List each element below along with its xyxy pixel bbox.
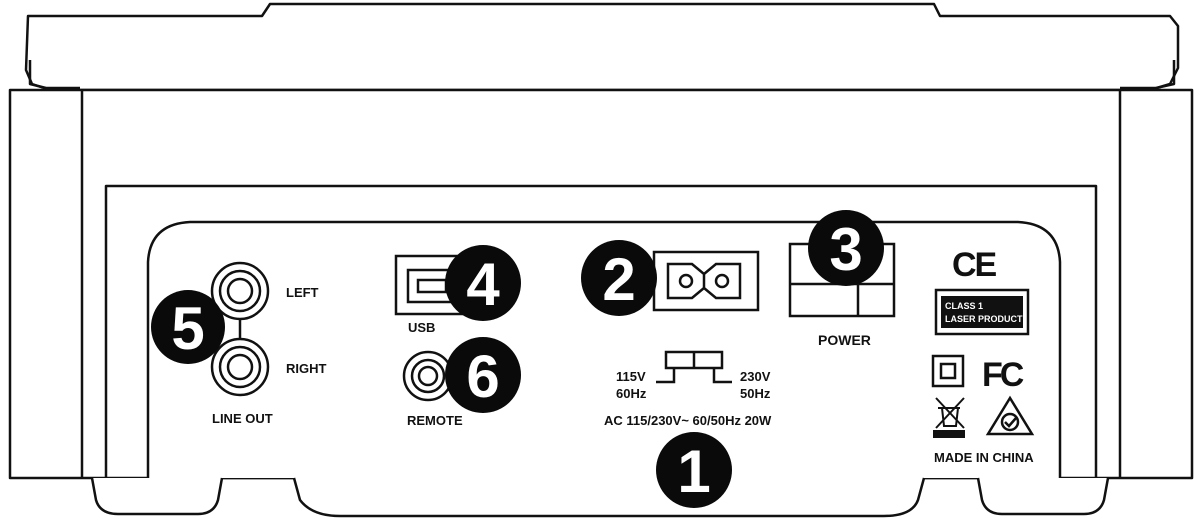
callout-number-4: 4 <box>466 251 500 318</box>
lid-corner-left <box>28 60 80 90</box>
remote-label: REMOTE <box>407 413 463 428</box>
callout-badge-5: 5 <box>151 290 225 364</box>
voltage-selector-bracket-left <box>656 368 676 384</box>
voltage-115-label: 115V <box>616 369 646 384</box>
lid-corner-right <box>1120 60 1176 90</box>
left-channel-label: LEFT <box>286 285 319 300</box>
hz-50-label: 50Hz <box>740 386 771 401</box>
line-out-label: LINE OUT <box>212 411 273 426</box>
callout-number-2: 2 <box>602 246 635 313</box>
laser-class-line2: LASER PRODUCT <box>945 314 1023 324</box>
laser-class-badge <box>934 288 1030 336</box>
made-in-label: MADE IN CHINA <box>934 450 1034 465</box>
callout-number-3: 3 <box>829 216 862 283</box>
power-label: POWER <box>818 332 871 348</box>
voltage-selector-bracket-right <box>712 368 732 384</box>
foot-left <box>90 477 224 516</box>
fcc-logo-icon: FC <box>982 356 1024 394</box>
usb-port-tongue <box>416 278 448 294</box>
device-housing <box>8 2 1194 518</box>
voltage-230-label: 230V <box>740 369 771 384</box>
callout-number-6: 6 <box>466 343 499 410</box>
ac-inlet-pin-right <box>714 273 730 289</box>
rca-jack-left-inner <box>226 277 254 305</box>
callout-number-1: 1 <box>677 438 710 505</box>
bottom-skirt <box>292 477 926 518</box>
usb-label: USB <box>408 320 435 335</box>
callout-badge-4: 4 <box>445 245 521 321</box>
callout-badge-1: 1 <box>656 432 732 508</box>
voltage-selector <box>656 350 732 384</box>
foot-right <box>976 477 1110 516</box>
ac-inlet-pin-left <box>678 273 694 289</box>
rcm-compliance-icon <box>985 395 1035 436</box>
right-channel-label: RIGHT <box>286 361 327 376</box>
weee-bin-icon <box>933 397 965 438</box>
laser-class-badge-inner <box>941 296 1023 328</box>
line-out-jacks <box>210 261 270 397</box>
ac-inlet-socket <box>666 262 742 300</box>
laser-class-line1: CLASS 1 <box>945 301 983 311</box>
top-lid <box>24 2 1180 92</box>
rca-jack-right-inner <box>226 353 254 381</box>
callout-badge-3: 3 <box>808 210 884 286</box>
callout-badge-6: 6 <box>445 337 521 413</box>
remote-jack <box>402 350 454 402</box>
remote-jack-inner <box>417 365 439 387</box>
callout-badge-2: 2 <box>581 240 657 316</box>
ac-rating-label: AC 115/230V~ 60/50Hz 20W <box>604 413 772 428</box>
double-insulation-icon <box>931 354 965 388</box>
ce-mark-icon: CE <box>952 246 997 284</box>
hz-60-label: 60Hz <box>616 386 647 401</box>
ac-inlet <box>652 250 760 312</box>
callout-number-5: 5 <box>171 295 204 362</box>
